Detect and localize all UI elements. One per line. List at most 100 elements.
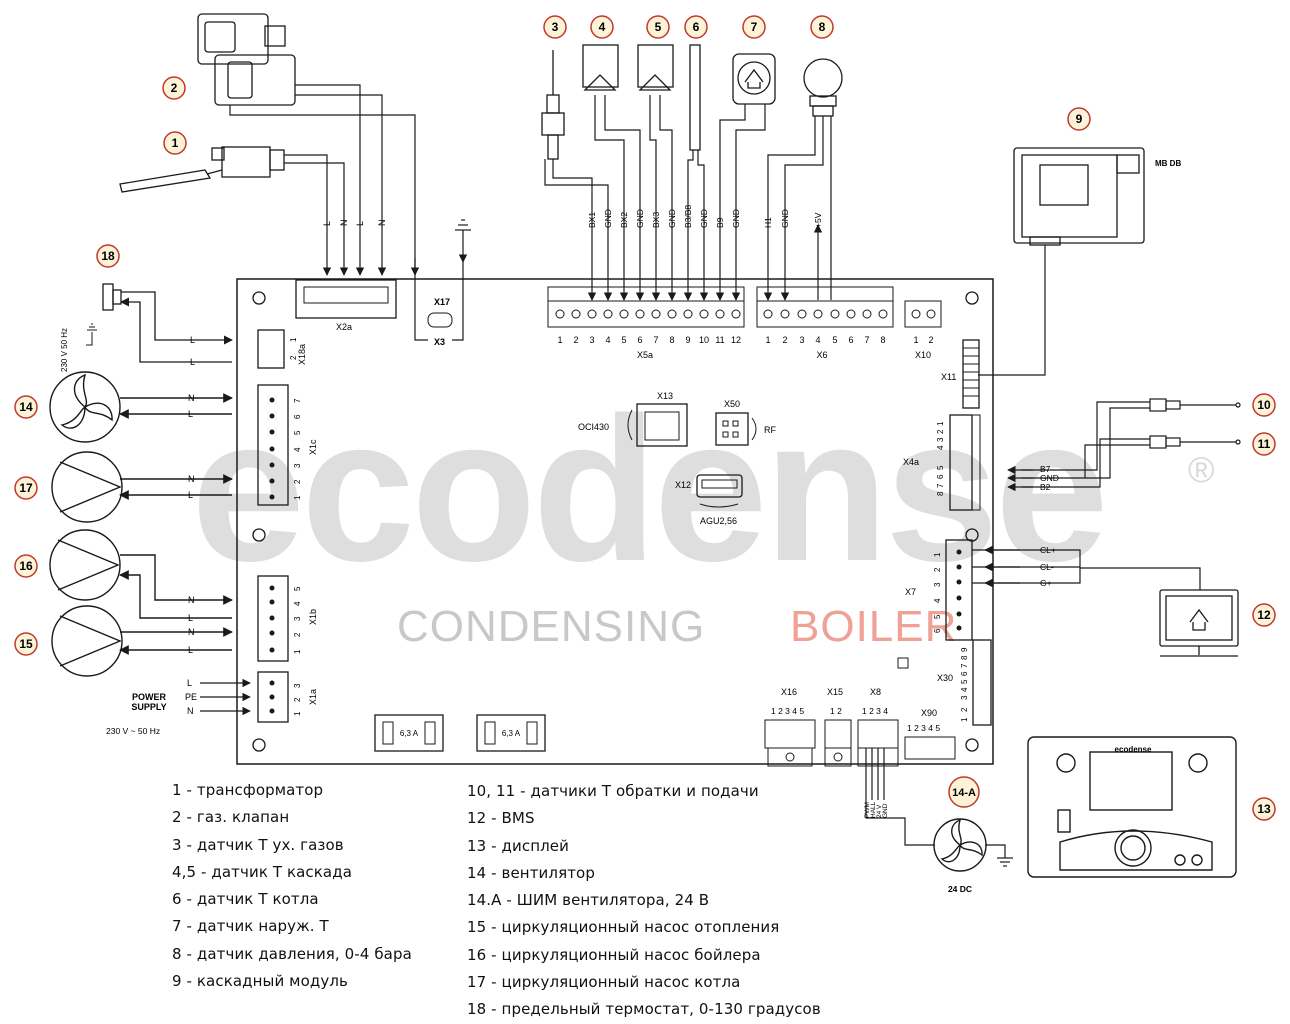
svg-text:9: 9 xyxy=(685,335,690,345)
legend-item: 10, 11 - датчики Т обратки и подачи xyxy=(467,782,759,800)
svg-text:3: 3 xyxy=(960,695,969,700)
svg-text:5: 5 xyxy=(293,430,302,435)
x4a-signal-labels: B7 GND B2 xyxy=(1040,464,1059,492)
svg-text:2: 2 xyxy=(289,355,298,360)
svg-text:L: L xyxy=(322,221,332,226)
legend-item: 7 - датчик наруж. Т xyxy=(172,917,329,936)
svg-text:1: 1 xyxy=(293,649,302,654)
svg-text:4: 4 xyxy=(599,20,606,34)
svg-text:3: 3 xyxy=(552,20,559,34)
svg-text:B7: B7 xyxy=(1040,464,1051,474)
legend-item: 17 - циркуляционный насос котла xyxy=(467,973,741,992)
svg-text:X13: X13 xyxy=(657,391,673,401)
legend-item: 2 - газ. клапан xyxy=(172,808,290,827)
svg-text:CL-: CL- xyxy=(1040,562,1054,572)
power-supply-wiring xyxy=(200,678,251,716)
legend-left: 1 - трансформатор 2 - газ. клапан 3 - да… xyxy=(172,777,412,995)
x12-connector: X12 AGU2,56 xyxy=(675,474,743,526)
bms-monitor xyxy=(1159,589,1239,657)
svg-text:GND: GND xyxy=(882,803,889,818)
legend-item: 8 - датчик давления, 0-4 бара xyxy=(172,944,412,963)
svg-text:L: L xyxy=(188,613,193,623)
svg-text:18: 18 xyxy=(101,249,115,263)
svg-text:2: 2 xyxy=(573,335,578,345)
svg-text:X10: X10 xyxy=(915,350,931,360)
badge-5: 5 xyxy=(646,15,670,39)
svg-text:2: 2 xyxy=(933,567,942,572)
svg-text:BX3: BX3 xyxy=(651,212,661,228)
status-led xyxy=(897,657,909,669)
fan-symbol xyxy=(49,371,233,443)
badge-10: 10 xyxy=(1252,393,1276,417)
legend-item: 18 - предельный термостат, 0-130 градусо… xyxy=(467,1000,821,1019)
svg-text:4: 4 xyxy=(293,447,302,452)
svg-text:12: 12 xyxy=(731,335,741,345)
svg-text:4: 4 xyxy=(815,335,820,345)
svg-text:6: 6 xyxy=(960,671,969,676)
fuse-1: 6,3 A xyxy=(374,714,444,752)
svg-text:5: 5 xyxy=(621,335,626,345)
x7-signal-labels: CL+ CL- G+ xyxy=(1040,545,1056,588)
svg-text:X5a: X5a xyxy=(637,350,653,360)
svg-text:N: N xyxy=(377,220,387,227)
svg-text:N: N xyxy=(188,627,195,637)
svg-text:GND: GND xyxy=(780,209,790,228)
svg-text:X8: X8 xyxy=(870,687,881,697)
pressure-sensor-8 xyxy=(803,58,843,117)
svg-text:8: 8 xyxy=(669,335,674,345)
svg-text:X3: X3 xyxy=(434,337,445,347)
svg-text:GND: GND xyxy=(731,209,741,228)
svg-text:15: 15 xyxy=(19,637,33,651)
x17-x3-fuse: X17 X3 xyxy=(427,297,453,347)
svg-text:B9: B9 xyxy=(715,217,725,228)
heating-pump-symbol xyxy=(51,605,233,677)
component-badges: 1 2 3 4 5 6 7 8 9 10 11 12 13 14 14-A 15… xyxy=(14,15,1276,821)
badge-18: 18 xyxy=(96,244,120,268)
brand-watermark: ecodense ® CONDENSING BOILER xyxy=(191,375,1214,651)
svg-text:X15: X15 xyxy=(827,687,843,697)
svg-text:HALL: HALL xyxy=(870,801,877,818)
mains-rating: 230 V 50 Hz xyxy=(60,328,69,372)
svg-text:1: 1 xyxy=(293,711,302,716)
x10-connector: 1 2 X10 xyxy=(904,300,942,360)
boiler-sensor-6 xyxy=(689,44,701,151)
badge-14: 14 xyxy=(14,395,38,419)
control-board xyxy=(236,278,994,765)
legend-item: 14 - вентилятор xyxy=(467,863,595,882)
svg-text:2: 2 xyxy=(782,335,787,345)
svg-text:GND: GND xyxy=(699,209,709,228)
legend-item: 12 - BMS xyxy=(467,809,535,828)
badge-2: 2 xyxy=(162,76,186,100)
pwm-fan-wiring xyxy=(865,748,1013,867)
svg-text:6,3 A: 6,3 A xyxy=(400,729,419,738)
svg-text:5: 5 xyxy=(655,20,662,34)
display-brand: ecodense xyxy=(1115,745,1152,754)
svg-text:X1c: X1c xyxy=(308,439,318,455)
svg-text:3: 3 xyxy=(293,616,302,621)
svg-text:X1a: X1a xyxy=(308,689,318,705)
svg-text:14: 14 xyxy=(19,400,33,414)
svg-text:8: 8 xyxy=(936,491,945,496)
flow-return-sensors xyxy=(1007,398,1241,492)
badge-15: 15 xyxy=(14,632,38,656)
svg-text:N: N xyxy=(188,474,195,484)
badge-13: 13 xyxy=(1252,797,1276,821)
mounting-holes xyxy=(252,291,979,752)
cascade-sensor-5 xyxy=(637,44,674,91)
svg-text:B3/B8: B3/B8 xyxy=(683,205,693,228)
svg-text:X7: X7 xyxy=(905,587,916,597)
svg-text:G+: G+ xyxy=(1040,578,1052,588)
legend-item: 6 - датчик Т котла xyxy=(172,890,319,909)
badge-6: 6 xyxy=(684,15,708,39)
svg-text:1: 1 xyxy=(933,552,942,557)
svg-text:5: 5 xyxy=(960,679,969,684)
svg-text:L: L xyxy=(188,645,193,655)
x16-connector: X16 1 2 3 4 5 xyxy=(764,687,816,767)
x1a-connector: 123 X1a xyxy=(257,671,318,723)
svg-text:SUPPLY: SUPPLY xyxy=(131,702,166,712)
